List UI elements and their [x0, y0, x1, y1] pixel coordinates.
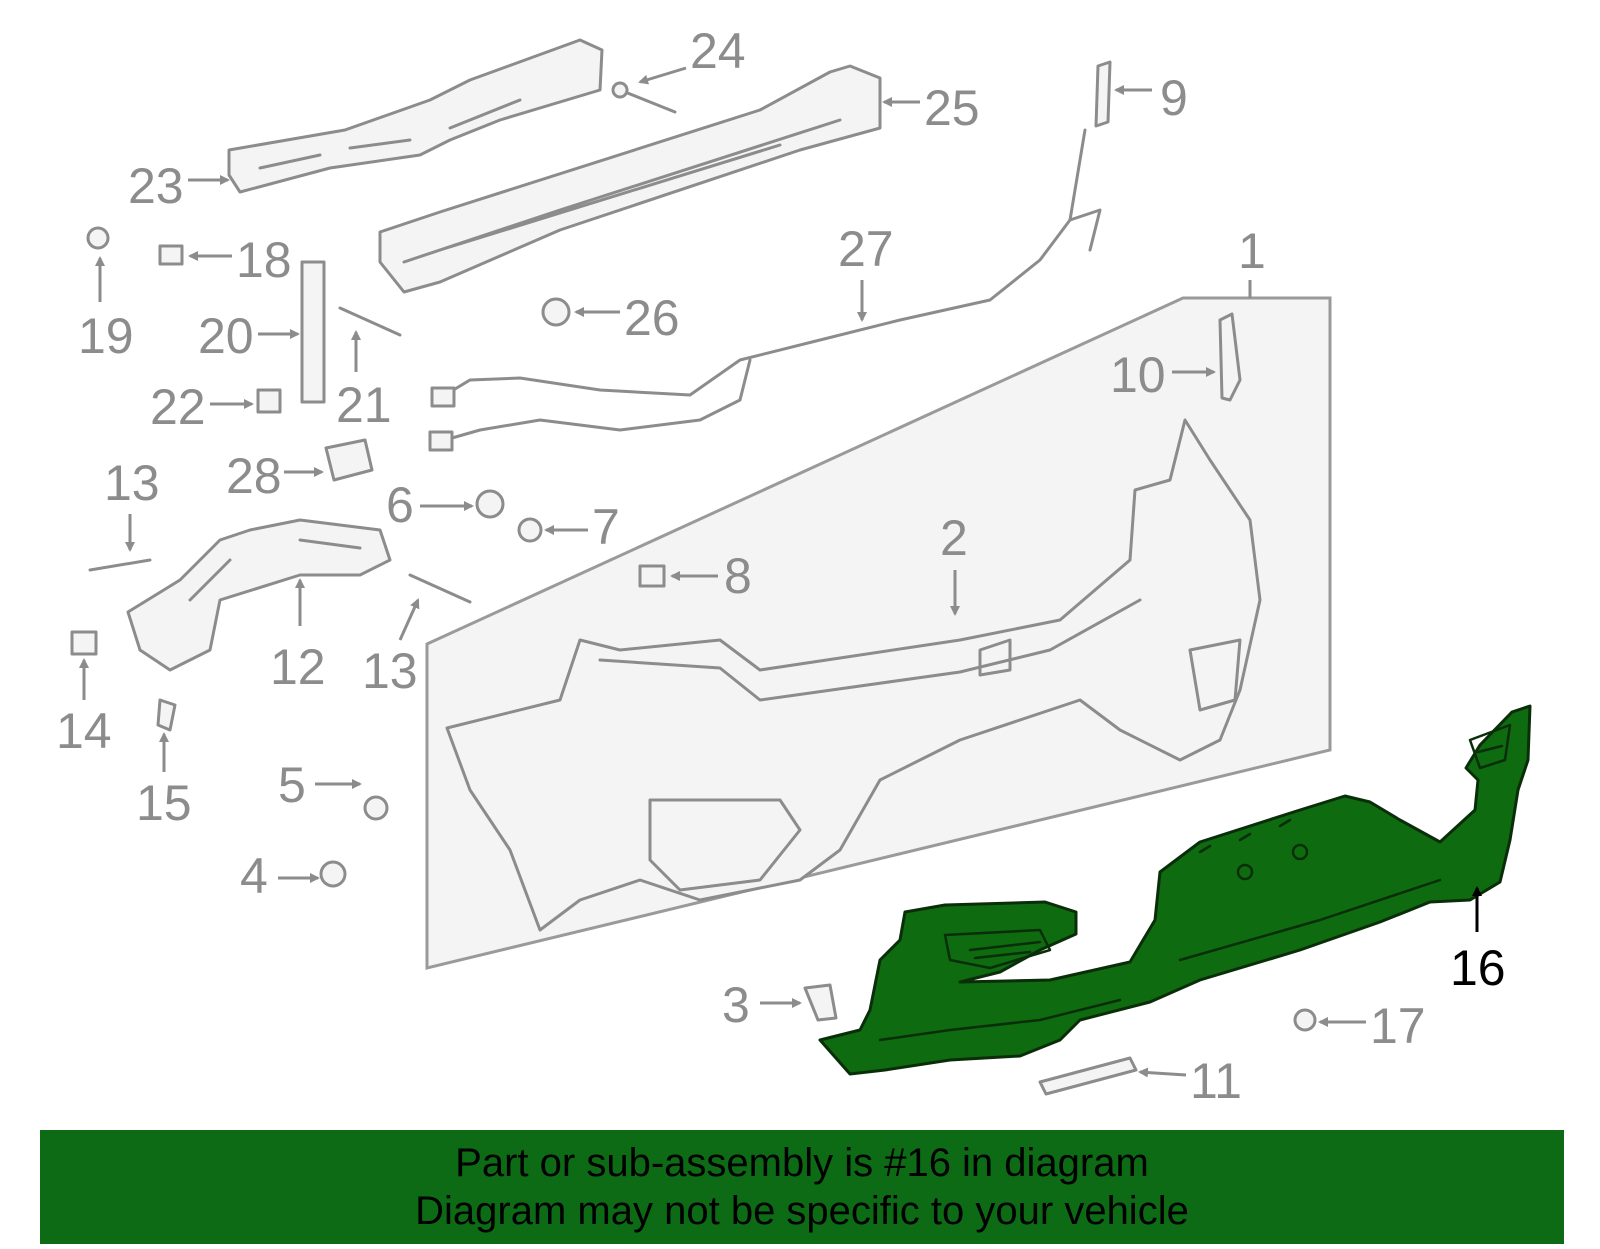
callout-4: 4 [240, 848, 268, 904]
part-14-clip [70, 630, 98, 656]
part-11-applique [1038, 1056, 1138, 1096]
part-23-energy-absorber [227, 38, 604, 194]
part-22-clip [256, 388, 282, 414]
part-13-rivet-b [408, 573, 472, 604]
callout-26: 26 [624, 290, 680, 346]
banner-line-1: Part or sub-assembly is #16 in diagram [455, 1141, 1149, 1185]
part-18-clip [158, 244, 184, 266]
callout-23: 23 [128, 158, 184, 214]
callout-25: 25 [924, 80, 980, 136]
part-26-nut [541, 297, 571, 327]
callouts: 1 2 3 4 5 6 7 8 9 10 11 12 13 13 14 15 1… [56, 23, 1506, 1109]
part-5-screw [363, 795, 389, 821]
part-4-push-pin [319, 860, 347, 888]
callout-1: 1 [1238, 223, 1266, 279]
part-8-retainer [638, 564, 666, 588]
callout-24: 24 [690, 23, 746, 79]
callout-22: 22 [150, 379, 206, 435]
parts-diagram: 1 2 3 4 5 6 7 8 9 10 11 12 13 13 14 15 1… [56, 23, 1532, 1109]
callout-14: 14 [56, 703, 112, 759]
part-15-clip [156, 698, 177, 732]
part-6-sensor [475, 489, 505, 519]
callout-18: 18 [236, 232, 292, 288]
part-2-bumper-cover [445, 418, 1262, 932]
part-13-rivet-a [88, 558, 152, 572]
part-24-bolt [611, 81, 677, 114]
part-17-push-pin [1293, 1008, 1317, 1032]
callout-16: 16 [1450, 940, 1506, 996]
callout-9: 9 [1160, 70, 1188, 126]
callout-6: 6 [386, 477, 414, 533]
callout-12: 12 [270, 639, 326, 695]
part-19-nut [86, 226, 110, 250]
part-20-bracket [300, 260, 326, 404]
part-16-lower-valance [818, 704, 1532, 1076]
callout-15: 15 [136, 775, 192, 831]
callout-19: 19 [78, 308, 134, 364]
callout-17: 17 [1370, 998, 1426, 1054]
part-3-clip [803, 983, 838, 1022]
part-25-impact-bar [378, 64, 882, 294]
callout-20: 20 [198, 308, 254, 364]
callout-13a: 13 [104, 455, 160, 511]
callout-8: 8 [724, 548, 752, 604]
callout-3: 3 [722, 977, 750, 1033]
part-27-wiring-harness [428, 128, 1102, 452]
callout-13b: 13 [362, 643, 418, 699]
part-12-bracket [126, 518, 392, 672]
callout-5: 5 [278, 757, 306, 813]
callout-2: 2 [940, 510, 968, 566]
small-parts [70, 226, 1317, 1096]
part-10-bracket [1218, 312, 1242, 402]
part-9-bracket [1094, 60, 1112, 128]
part-7-grommet [517, 517, 543, 543]
info-banner: Part or sub-assembly is #16 in diagram D… [40, 1130, 1564, 1244]
callout-7: 7 [592, 499, 620, 555]
callout-21: 21 [336, 377, 392, 433]
callout-10: 10 [1110, 347, 1166, 403]
callout-27: 27 [838, 221, 894, 277]
callout-11: 11 [1190, 1053, 1242, 1109]
part-28-bracket [324, 438, 374, 482]
banner-line-2: Diagram may not be specific to your vehi… [415, 1189, 1189, 1233]
callout-28: 28 [226, 448, 282, 504]
part-21-bolt [338, 306, 402, 337]
